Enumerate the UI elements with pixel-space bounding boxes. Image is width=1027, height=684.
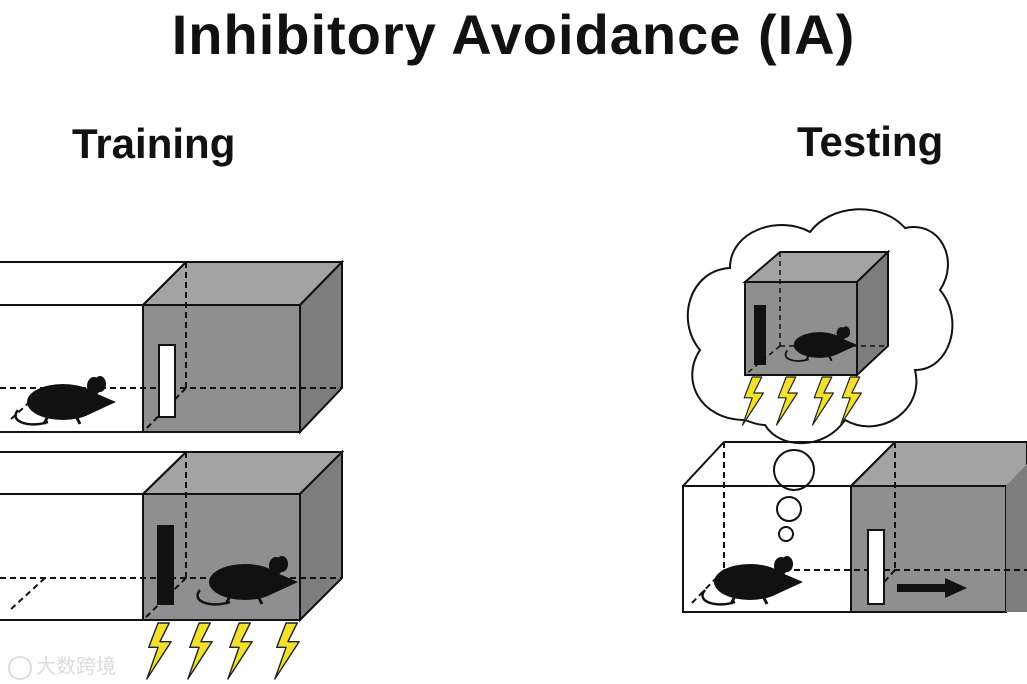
watermark-logo-icon <box>8 655 32 680</box>
testing-box <box>682 441 1027 613</box>
open-door <box>867 529 885 605</box>
watermark-text: 大数跨境 <box>36 654 116 678</box>
closed-door <box>754 305 766 365</box>
open-door <box>158 344 176 418</box>
diagram-title: Inhibitory Avoidance (IA) <box>171 3 856 66</box>
lightning-bolt-icon <box>187 622 213 680</box>
lightning-bolt-icon <box>274 622 300 680</box>
lightning-bolt-icon <box>146 622 172 680</box>
training-box-1 <box>0 259 345 435</box>
lightning-bolt-icon <box>227 622 253 680</box>
closed-door <box>157 525 174 605</box>
training-label: Training <box>72 120 236 167</box>
mouse-icon <box>700 554 805 606</box>
remembered-shock-box <box>741 249 891 426</box>
watermark: 大数跨境 <box>8 650 116 680</box>
testing-label: Testing <box>797 118 944 165</box>
mouse-icon <box>13 374 118 426</box>
training-box-2 <box>0 449 345 680</box>
arrow-right-icon <box>897 578 967 598</box>
